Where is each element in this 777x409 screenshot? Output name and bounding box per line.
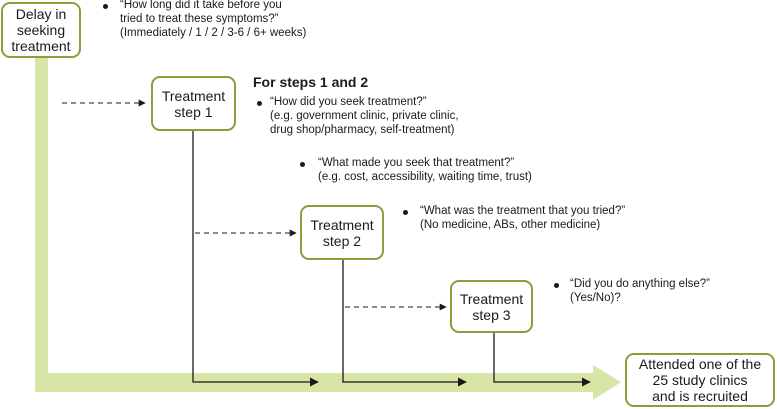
treatment-step-3-box: Treatment step 3	[450, 280, 533, 333]
delay-box-line-2: seeking	[16, 22, 66, 38]
question-how-seek-line-1: “How did you seek treatment?”	[270, 96, 427, 108]
step1-line-1: Treatment	[161, 87, 226, 104]
bullet-what-treatment	[403, 210, 408, 215]
step1-line-2: step 1	[174, 103, 213, 120]
question-anything-else: “Did you do anything else?” (Yes/No)?	[570, 277, 710, 305]
question-what-treatment-line-2: (No medicine, ABs, other medicine)	[420, 219, 601, 231]
bullet-how-seek	[257, 101, 262, 106]
question-what-made-line-2: (e.g. cost, accessibility, waiting time,…	[318, 171, 532, 183]
treatment-step-1-box: Treatment step 1	[151, 76, 236, 131]
question-what-made-line-1: “What made you seek that treatment?”	[318, 157, 515, 169]
question-what-treatment: “What was the treatment that you tried?”…	[420, 204, 625, 232]
connector-step2-down	[342, 259, 467, 387]
question-delay-line-3: (Immediately / 1 / 2 / 3-6 / 6+ weeks)	[120, 27, 307, 39]
timeline-vertical-bar	[35, 50, 48, 392]
question-what-made: “What made you seek that treatment?” (e.…	[318, 156, 532, 184]
timeline-arrowhead	[593, 365, 621, 400]
question-anything-else-line-1: “Did you do anything else?”	[570, 278, 710, 290]
question-how-seek: “How did you seek treatment?” (e.g. gove…	[270, 95, 459, 137]
end-box-line-2: 25 study clinics	[652, 372, 748, 388]
connector-step1-down	[192, 131, 319, 387]
question-how-seek-line-2: (e.g. government clinic, private clinic,	[270, 110, 459, 122]
question-delay-line-2: tried to treat these symptoms?”	[120, 13, 279, 25]
end-box-line-3: and is recruited	[652, 388, 748, 404]
question-how-seek-line-3: drug shop/pharmacy, self-treatment)	[270, 124, 455, 136]
delay-box-line-1: Delay in	[15, 6, 67, 22]
delay-in-seeking-treatment-box: Delay in seeking treatment	[1, 2, 81, 58]
step3-line-1: Treatment	[459, 290, 524, 307]
step2-line-1: Treatment	[310, 216, 374, 233]
step3-line-2: step 3	[472, 306, 511, 323]
attended-clinic-recruited-box: Attended one of the 25 study clinics and…	[625, 353, 775, 407]
question-what-treatment-line-1: “What was the treatment that you tried?”	[420, 205, 626, 217]
bullet-what-made	[300, 162, 305, 167]
treatment-step-2-box: Treatment step 2	[300, 205, 384, 260]
question-anything-else-line-2: (Yes/No)?	[570, 292, 621, 304]
bullet-anything-else	[554, 283, 559, 288]
connector-step3-down	[493, 332, 591, 387]
steps-heading: For steps 1 and 2	[253, 74, 369, 90]
end-box-line-1: Attended one of the	[638, 356, 762, 372]
question-delay: “How long did it take before you tried t…	[120, 0, 306, 40]
question-delay-line-1: “How long did it take before you	[120, 0, 282, 11]
bullet-delay-question	[103, 4, 108, 9]
step2-line-2: step 2	[322, 232, 362, 249]
delay-box-line-3: treatment	[11, 38, 71, 54]
